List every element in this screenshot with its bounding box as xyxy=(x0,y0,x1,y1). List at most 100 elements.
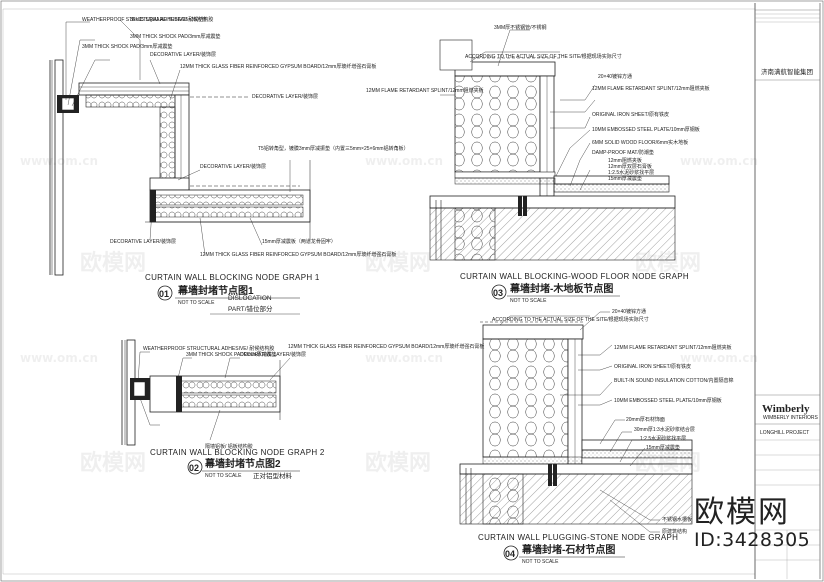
g4-label-top-note: ACCORDING TO THE ACTUAL SIZE OF THE SITE… xyxy=(492,316,649,323)
svg-text:DECORATIVE LAYER/装饰层: DECORATIVE LAYER/装饰层 xyxy=(200,163,266,170)
g4-label-embossed: 10MM EMBOSSED STEEL PLATE/10mm厚钢板 xyxy=(614,397,722,404)
svg-text:12mm阻燃夹板: 12mm阻燃夹板 xyxy=(608,157,642,164)
g3-note2: 12mm阻燃夹板 xyxy=(608,157,642,164)
watermark-url: www.om.cn xyxy=(365,154,443,168)
graph3-title-en: CURTAIN WALL BLOCKING-WOOD FLOOR NODE GR… xyxy=(460,272,689,281)
watermark: 欧模网 xyxy=(635,250,701,276)
g3-label-shock: 3MM厚不锈钢管/不锈钢 xyxy=(494,24,547,31)
graph1-title-cn: 幕墙封堵节点图1 xyxy=(177,284,254,297)
g2-label-weatherproof: WEATHERPROOF STRUCTURAL ADHESIVE/ 耐候结构胶 xyxy=(143,345,274,352)
svg-text:DECORATIVE LAYER/装饰层: DECORATIVE LAYER/装饰层 xyxy=(150,51,216,58)
graph4-drawing xyxy=(459,311,693,533)
graph3-scale: NOT TO SCALE xyxy=(510,298,547,304)
title-block: 济南满航智能集团 Wimberly WIMBERLY INTERIORS LON… xyxy=(754,3,821,579)
graph1-sub-en2: PART/错位部分 xyxy=(228,304,273,313)
watermark: 欧模网 xyxy=(80,250,146,276)
svg-text:ACCORDING TO THE ACTUAL SIZE O: ACCORDING TO THE ACTUAL SIZE OF THE SITE… xyxy=(492,316,649,323)
svg-text:3MM THICK SHOCK PAD/3mm厚减震垫: 3MM THICK SHOCK PAD/3mm厚减震垫 xyxy=(82,43,172,50)
label-seal-note: T5铝转角型，镀膜3mm厚减振垫（内置三5mm×25×6mm铝转角板） xyxy=(258,145,409,152)
svg-text:15mm厚减震垫: 15mm厚减震垫 xyxy=(608,175,642,182)
watermark: 欧模网 xyxy=(365,450,431,476)
g4-note3: 1:2.5水泥砂浆找平层 xyxy=(640,435,686,442)
graph4-number-circle xyxy=(503,545,519,561)
g3-note1: 20×40镀锌方通 xyxy=(598,73,632,80)
g4-note5: 不锈钢水槽板 xyxy=(662,516,692,523)
label-deco-low: DECORATIVE LAYER/装饰层 xyxy=(110,238,176,245)
client-name: 济南满航智能集团 xyxy=(761,67,813,76)
svg-text:不锈钢水槽板: 不锈钢水槽板 xyxy=(662,516,692,523)
label-deco-top: DECORATIVE LAYER/装饰层 xyxy=(150,51,216,58)
svg-text:隔墙铝板/ 铝板结构胶: 隔墙铝板/ 铝板结构胶 xyxy=(205,443,253,450)
svg-text:3MM THICK SHOCK PAD/3mm厚减震垫: 3MM THICK SHOCK PAD/3mm厚减震垫 xyxy=(186,351,276,358)
graph3-number-circle xyxy=(491,284,507,300)
svg-text:DECORATIVE LAYER/装饰层: DECORATIVE LAYER/装饰层 xyxy=(110,238,176,245)
g3-label-embossed: 10MM EMBOSSED STEEL PLATE/10mm厚钢板 xyxy=(592,126,700,133)
g4-label-iron: ORIGINAL IRON SHEET/原有铁皮 xyxy=(614,363,691,370)
svg-text:BUILT-IN SOUND INSULATION COTT: BUILT-IN SOUND INSULATION COTTON/内置隔音棉 xyxy=(614,377,733,384)
g3-label-flame: 12MM FLAME RETARDANT SPLINT/12mm阻燃夹板 xyxy=(592,85,710,92)
svg-text:DECORATIVE LAYER/装饰层: DECORATIVE LAYER/装饰层 xyxy=(240,351,306,358)
graph3-title: CURTAIN WALL BLOCKING-WOOD FLOOR NODE GR… xyxy=(460,272,689,304)
project-name: LONGHILL PROJECT xyxy=(760,430,809,436)
graph2-labels: WEATHERPROOF STRUCTURAL ADHESIVE/ 耐候结构胶 … xyxy=(143,343,484,450)
watermark-url: www.om.cn xyxy=(20,154,98,168)
graph2-drawing xyxy=(121,339,291,446)
g2-label-shock: 3MM THICK SHOCK PAD/3mm厚减震垫 xyxy=(186,351,276,358)
g3-label-flame-l: 12MM FLAME RETARDANT SPLINT/12mm阻燃夹板 xyxy=(366,87,484,94)
g3-note3: 12mm厚双层石膏板 xyxy=(608,163,652,170)
svg-text:3MM厚不锈钢管/不锈钢: 3MM厚不锈钢管/不锈钢 xyxy=(494,24,547,31)
graph2-scale: NOT TO SCALE xyxy=(205,473,242,479)
g3-label-top-note: ACCORDING TO THE ACTUAL SIZE OF THE SITE… xyxy=(465,53,622,60)
graph1-drawing xyxy=(49,19,311,276)
graph2-title-en: CURTAIN WALL BLOCKING NODE GRAPH 2 xyxy=(150,448,325,457)
graph2-sub: 正对铝型材料 xyxy=(253,471,293,480)
graph1-title-en: CURTAIN WALL BLOCKING NODE GRAPH 1 xyxy=(145,273,320,282)
watermark-url: www.om.cn xyxy=(20,351,98,365)
g3-label-wood: 6MM SOLID WOOD FLOOR/6mm实木地板 xyxy=(592,139,688,146)
svg-text:10MM EMBOSSED STEEL PLATE/10mm: 10MM EMBOSSED STEEL PLATE/10mm厚钢板 xyxy=(592,126,700,133)
label-weatherproof: WEATHERPROOF STRUCTURAL ADHESIVE/ 耐候结构胶 xyxy=(82,16,213,23)
graph3-title-cn: 幕墙封堵-木地板节点图 xyxy=(509,282,613,295)
brand-stamp: 欧模网 ID:3428305 xyxy=(694,495,824,551)
svg-text:ORIGINAL IRON SHEET/原有铁皮: ORIGINAL IRON SHEET/原有铁皮 xyxy=(592,111,669,118)
svg-text:1:2.5水泥砂浆找平层: 1:2.5水泥砂浆找平层 xyxy=(640,435,686,442)
graph1-title: CURTAIN WALL BLOCKING NODE GRAPH 1 01 幕墙… xyxy=(145,273,320,315)
brand-name: 欧模网 xyxy=(694,495,790,530)
label-shock1: 3MM THICK SHOCK PAD/3mm厚减震垫 xyxy=(82,43,172,50)
svg-text:15mm厚减震垫: 15mm厚减震垫 xyxy=(646,444,680,451)
g2-label-gypsum: 12MM THICK GLASS FIBER REINFORCED GYPSUM… xyxy=(288,343,484,350)
label-gypsum-top: 12MM THICK GLASS FIBER REINFORCED GYPSUM… xyxy=(180,63,376,70)
g4-note1: 20mm厚石材饰面 xyxy=(626,416,665,423)
svg-text:WEATHERPROOF STRUCTURAL ADHESI: WEATHERPROOF STRUCTURAL ADHESIVE/ 耐候结构胶 xyxy=(143,345,274,352)
svg-text:3MM THICK SHOCK PAD/3mm厚减震垫: 3MM THICK SHOCK PAD/3mm厚减震垫 xyxy=(130,33,220,40)
svg-text:12mm厚双层石膏板: 12mm厚双层石膏板 xyxy=(608,163,652,170)
graph1-sub-en: DISLOCATION xyxy=(228,295,272,302)
label-gypsum-low: 12MM THICK GLASS FIBER REINFORCED GYPSUM… xyxy=(200,251,396,258)
svg-text:12MM FLAME RETARDANT SPLINT/12: 12MM FLAME RETARDANT SPLINT/12mm阻燃夹板 xyxy=(366,87,484,94)
svg-text:WEATHERPROOF STRUCTURAL ADHESI: WEATHERPROOF STRUCTURAL ADHESIVE/ 耐候结构胶 xyxy=(82,16,213,23)
label-board-note: 15mm厚减震板（两道龙骨固牢） xyxy=(262,238,336,245)
graph1-labels: WEATHERPROOF STRUCTURAL ADHESIVE/ 耐候结构胶 … xyxy=(82,16,409,258)
g4-note2: 30mm厚1:3水泥砂浆结合层 xyxy=(634,426,695,433)
graph3-number: 03 xyxy=(493,288,503,298)
g4-label-sq-tube: 20×40镀锌方通 xyxy=(612,308,646,315)
graph1-scale: NOT TO SCALE xyxy=(178,300,215,306)
svg-text:12MM THICK GLASS FIBER REINFOR: 12MM THICK GLASS FIBER REINFORCED GYPSUM… xyxy=(180,63,376,70)
watermark: 欧模网 xyxy=(80,450,146,476)
watermark: 欧模网 xyxy=(635,450,701,476)
graph2-number: 02 xyxy=(189,463,199,473)
g4-note6: 原建筑结构 xyxy=(662,528,687,535)
svg-text:35×35 SQUARE TUBE/35×35方管: 35×35 SQUARE TUBE/35×35方管 xyxy=(130,16,207,23)
graph4-title: CURTAIN WALL PLUGGING-STONE NODE GRAPH 0… xyxy=(478,533,678,565)
g2-label-deco: DECORATIVE LAYER/装饰层 xyxy=(240,351,306,358)
watermark: 欧模网 xyxy=(365,250,431,276)
graph4-title-en: CURTAIN WALL PLUGGING-STONE NODE GRAPH xyxy=(478,533,678,542)
svg-text:ORIGINAL IRON SHEET/原有铁皮: ORIGINAL IRON SHEET/原有铁皮 xyxy=(614,363,691,370)
svg-text:6MM SOLID WOOD FLOOR/6mm实木地板: 6MM SOLID WOOD FLOOR/6mm实木地板 xyxy=(592,139,688,146)
graph2-number-circle xyxy=(187,459,203,475)
svg-text:DAMP-PROOF MAT/防潮垫: DAMP-PROOF MAT/防潮垫 xyxy=(592,149,654,156)
company-logo: Wimberly xyxy=(762,403,810,415)
g4-label-flame: 12MM FLAME RETARDANT SPLINT/12mm阻燃夹板 xyxy=(614,344,732,351)
svg-text:DECORATIVE LAYER/装饰层: DECORATIVE LAYER/装饰层 xyxy=(252,93,318,100)
